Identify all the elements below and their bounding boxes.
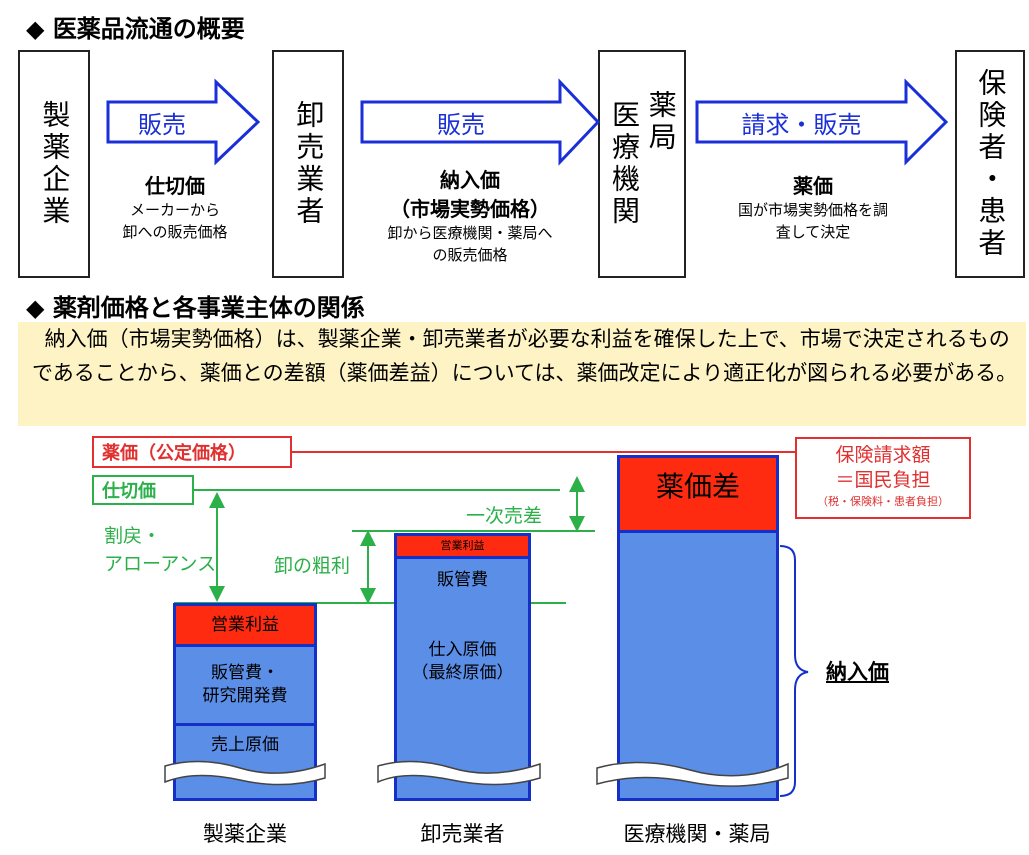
ichiji-label: 一次売差 xyxy=(466,505,543,527)
maker-divider-2 xyxy=(176,723,314,726)
hoken-box: 保険請求額 ＝国民負担 （税・保険料・患者負担） xyxy=(795,437,971,519)
oroshi-arari-label: 卸の粗利 xyxy=(274,555,351,577)
maker-profit: 営業利益 xyxy=(176,606,314,644)
price-shikiri-desc2: 卸への販売価格 xyxy=(122,223,228,241)
price-nyuka-name: 納入価 xyxy=(440,168,500,192)
price-nyuka-desc2: の販売価格 xyxy=(432,246,508,264)
maker-break xyxy=(164,760,326,786)
label-wholesaler: 卸売業者 xyxy=(420,822,505,846)
nyuka-label: 納入価 xyxy=(826,660,889,684)
arrow-sales-2-label: 販売 xyxy=(437,111,485,139)
section-title-relation: ◆ 薬剤価格と各事業主体の関係 xyxy=(26,294,365,322)
box-medical-label: 医療機関 xyxy=(608,100,641,228)
arrow-sales-1 xyxy=(106,78,261,166)
price-yakka-name: 薬価 xyxy=(793,174,833,198)
wholesaler-cogs-line1: 仕入原価 xyxy=(428,640,497,661)
box-insurer-label: 保険者・患者 xyxy=(974,68,1008,260)
hoken-line2: ＝国民負担 xyxy=(835,469,931,491)
arrow-sales-2 xyxy=(360,78,601,166)
box-insurer-patient: 保険者・患者 xyxy=(955,50,1025,278)
box-medical-pharmacy: 医療機関 薬局 xyxy=(598,50,686,278)
medical-divider xyxy=(620,530,776,533)
price-shikiri: 仕切価 メーカーから 卸への販売価格 xyxy=(100,170,250,243)
box-wholesaler-label: 卸売業者 xyxy=(292,100,326,228)
price-shikiri-name: 仕切価 xyxy=(145,174,205,198)
wholesaler-sga: 販管費 xyxy=(437,569,488,590)
hoken-line3: （税・保険料・患者負担） xyxy=(817,495,949,508)
maker-cogs: 売上原価 xyxy=(211,734,279,755)
shikiri-tag: 仕切価 xyxy=(92,475,194,505)
yakka-tag: 薬価（公定価格） xyxy=(92,436,292,468)
price-shikiri-desc1: メーカーから xyxy=(129,201,220,219)
medical-break xyxy=(596,761,789,787)
warimodoshi-label1: 割戻・ xyxy=(104,525,162,547)
box-maker-label: 製薬企業 xyxy=(38,100,72,228)
price-nyuka-desc1: 卸から医療機関・薬局へ xyxy=(387,224,553,242)
maker-sga-line2: 研究開発費 xyxy=(202,686,288,706)
wholesaler-cogs: 仕入原価 （最終原価） xyxy=(397,632,528,692)
wholesaler-bar xyxy=(394,533,531,801)
box-maker: 製薬企業 xyxy=(18,50,90,278)
warimodoshi-label2: アローアンス xyxy=(104,553,217,575)
price-yakka-desc1: 国が市場実勢価格を調 xyxy=(737,201,888,219)
box-pharmacy-label: 薬局 xyxy=(644,90,678,154)
maker-divider-1 xyxy=(176,644,314,647)
section-title-flow: ◆ 医薬品流通の概要 xyxy=(26,15,245,43)
wholesaler-cogs-line2: （最終原価） xyxy=(411,663,514,683)
flow-arrows xyxy=(106,78,949,166)
arrow-claim-sales xyxy=(695,78,949,166)
price-yakka: 薬価 国が市場実勢価格を調 査して決定 xyxy=(700,170,926,243)
arrow-claim-sales-label: 請求・販売 xyxy=(741,111,862,139)
explanation-note: 納入価（市場実勢価格）は、製薬企業・卸売業者が必要な利益を確保した上で、市場で決… xyxy=(18,322,1026,426)
box-wholesaler: 卸売業者 xyxy=(272,50,344,278)
price-nyuka-sub: （市場実勢価格） xyxy=(390,197,550,221)
maker-sga: 販管費・ 研究開発費 xyxy=(176,647,314,723)
arrow-sales-1-label: 販売 xyxy=(138,111,186,139)
label-maker: 製薬企業 xyxy=(203,822,287,846)
price-yakka-desc2: 査して決定 xyxy=(775,223,851,241)
label-medical: 医療機関・薬局 xyxy=(623,822,771,846)
medical-diff: 薬価差 xyxy=(620,458,776,530)
maker-sga-line1: 販管費・ xyxy=(211,663,279,684)
nyuka-bracket xyxy=(779,545,809,797)
price-nyuka: 納入価 （市場実勢価格） 卸から医療機関・薬局へ の販売価格 xyxy=(352,164,588,266)
wholesaler-profit: 営業利益 xyxy=(397,536,528,556)
wholesaler-divider-1 xyxy=(397,556,528,559)
hoken-line1: 保険請求額 xyxy=(835,444,931,466)
wholesaler-break xyxy=(377,760,541,786)
